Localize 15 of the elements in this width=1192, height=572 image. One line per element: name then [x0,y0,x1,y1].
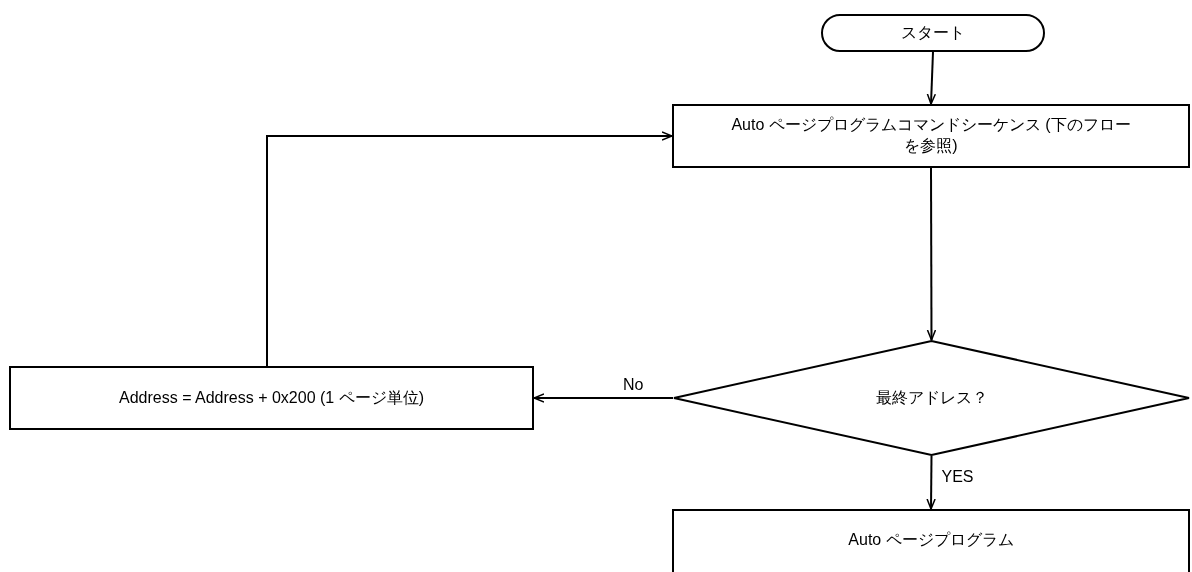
arrow [533,393,674,403]
process-box [9,366,534,430]
node-text: Address = Address + 0x200 (1 ページ単位) [119,387,424,408]
arrow [926,167,937,341]
terminator-pill [821,14,1045,52]
process-box [672,104,1190,168]
arrow [266,131,673,367]
node-text: Auto ページプログラム [848,530,1014,550]
arrow [926,51,937,105]
decision-diamond [673,340,1190,456]
node-text: スタート [901,22,965,43]
process-box [672,509,1190,572]
node-text: Auto ページプログラムコマンドシーケンス (下のフローを参照) [731,115,1131,156]
node-text: 最終アドレス？ [875,387,988,408]
arrow [926,455,936,510]
